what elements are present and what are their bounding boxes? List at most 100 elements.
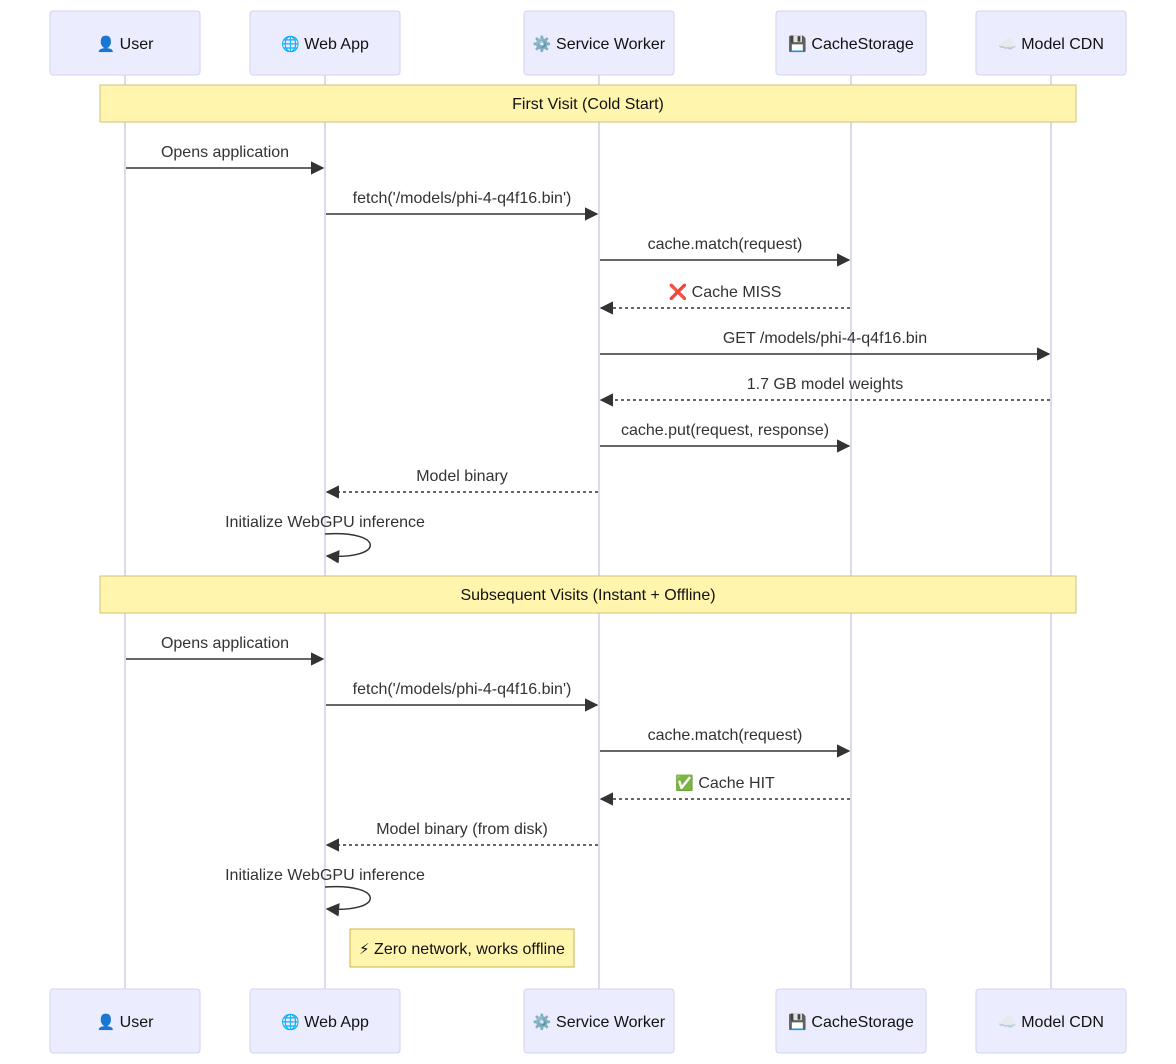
message-text: cache.match(request) [648, 236, 803, 253]
message-label: cache.match(request) [648, 727, 803, 744]
message-1-8: Model binary [325, 468, 598, 499]
participant-box [523, 988, 675, 1054]
section-box [99, 575, 1077, 614]
section-title: First Visit (Cold Start) [512, 96, 664, 113]
message-text: Cache HIT [698, 775, 775, 792]
note-box [349, 928, 575, 968]
message-label: Initialize WebGPU inference [225, 867, 425, 884]
message-1-7: cache.put(request, response) [600, 422, 851, 453]
message-1-2: fetch('/models/phi-4-q4f16.bin') [326, 190, 599, 221]
message-text: Cache MISS [692, 284, 782, 301]
participant-box [249, 10, 401, 76]
message-1-4: ❌ Cache MISS [599, 283, 850, 315]
message-2-4: ✅ Cache HIT [599, 774, 850, 806]
participant-name: Model CDN [1021, 1014, 1104, 1031]
message-text: Opens application [161, 144, 289, 161]
participant-name: Web App [304, 36, 369, 53]
cloud-icon: ☁️ [998, 1013, 1017, 1031]
participant-label: 🌐 Web App [281, 35, 369, 53]
message-label: 1.7 GB model weights [747, 376, 904, 393]
user-icon: 👤 [97, 1013, 116, 1031]
message-label: cache.put(request, response) [621, 422, 829, 439]
participant-sw-top: ⚙️ Service Worker [523, 10, 675, 76]
message-1-6: 1.7 GB model weights [599, 376, 1050, 407]
cloud-icon: ☁️ [998, 35, 1017, 53]
globe-icon: 🌐 [281, 1013, 300, 1031]
message-label: ❌ Cache MISS [669, 283, 782, 301]
participant-box [49, 988, 201, 1054]
section-title: Subsequent Visits (Instant + Offline) [460, 587, 715, 604]
participant-name: Service Worker [556, 1014, 666, 1031]
participant-label: 💾 CacheStorage [788, 35, 914, 53]
user-icon: 👤 [97, 35, 116, 53]
participant-label: 👤 User [97, 1013, 155, 1031]
floppy-disk-icon: 💾 [788, 35, 807, 53]
message-label: GET /models/phi-4-q4f16.bin [723, 330, 927, 347]
message-2-2: fetch('/models/phi-4-q4f16.bin') [326, 681, 599, 712]
floppy-disk-icon: 💾 [788, 1013, 807, 1031]
participant-name: Model CDN [1021, 36, 1104, 53]
participant-label: ☁️ Model CDN [998, 1013, 1104, 1031]
message-label: fetch('/models/phi-4-q4f16.bin') [353, 681, 572, 698]
lightning-icon: ⚡ [359, 940, 370, 958]
message-1-3: cache.match(request) [600, 236, 851, 267]
gear-icon: ⚙️ [533, 1013, 552, 1031]
self-message-arrow [324, 885, 371, 917]
participant-cache-top: 💾 CacheStorage [775, 10, 927, 76]
participant-box [49, 10, 201, 76]
message-label: fetch('/models/phi-4-q4f16.bin') [353, 190, 572, 207]
message-text: fetch('/models/phi-4-q4f16.bin') [353, 681, 572, 698]
participant-cdn-top: ☁️ Model CDN [975, 10, 1127, 76]
participant-label: ☁️ Model CDN [998, 35, 1104, 53]
section-1: First Visit (Cold Start) [99, 84, 1077, 123]
message-label: ✅ Cache HIT [675, 774, 775, 792]
participant-name: CacheStorage [811, 1014, 913, 1031]
message-label: Opens application [161, 144, 289, 161]
participant-name: User [120, 36, 154, 53]
note-text: Zero network, works offline [374, 941, 565, 958]
globe-icon: 🌐 [281, 35, 300, 53]
participant-cdn-bottom: ☁️ Model CDN [975, 988, 1127, 1054]
participant-label: 👤 User [97, 35, 155, 53]
participant-box [775, 10, 927, 76]
message-1-9: Initialize WebGPU inference [225, 514, 425, 564]
message-label: cache.match(request) [648, 236, 803, 253]
message-1-1: Opens application [126, 144, 325, 175]
message-label: Initialize WebGPU inference [225, 514, 425, 531]
gear-icon: ⚙️ [533, 35, 552, 53]
participant-web-top: 🌐 Web App [249, 10, 401, 76]
participant-box [523, 10, 675, 76]
participant-cache-bottom: 💾 CacheStorage [775, 988, 927, 1054]
message-label: Model binary (from disk) [376, 821, 548, 838]
participant-user-bottom: 👤 User [49, 988, 201, 1054]
message-1-5: GET /models/phi-4-q4f16.bin [600, 330, 1051, 361]
participant-box [775, 988, 927, 1054]
participant-web-bottom: 🌐 Web App [249, 988, 401, 1054]
message-text: cache.put(request, response) [621, 422, 829, 439]
message-2-3: cache.match(request) [600, 727, 851, 758]
section-box [99, 84, 1077, 123]
participant-name: User [120, 1014, 154, 1031]
cross-mark-icon: ❌ [669, 283, 688, 301]
message-label: Opens application [161, 635, 289, 652]
message-text: Model binary (from disk) [376, 821, 548, 838]
participant-name: Web App [304, 1014, 369, 1031]
message-text: fetch('/models/phi-4-q4f16.bin') [353, 190, 572, 207]
message-label: Model binary [416, 468, 508, 485]
message-2-5: Model binary (from disk) [325, 821, 598, 852]
participant-user-top: 👤 User [49, 10, 201, 76]
participant-sw-bottom: ⚙️ Service Worker [523, 988, 675, 1054]
participant-box [975, 10, 1127, 76]
participant-box [975, 988, 1127, 1054]
section-2: Subsequent Visits (Instant + Offline) [99, 575, 1077, 614]
message-text: Model binary [416, 468, 508, 485]
participant-label: ⚙️ Service Worker [533, 1013, 666, 1031]
note: ⚡ Zero network, works offline [349, 928, 575, 968]
participant-label: 🌐 Web App [281, 1013, 369, 1031]
message-2-1: Opens application [126, 635, 325, 666]
participant-box [249, 988, 401, 1054]
self-message-arrow [324, 532, 371, 564]
message-2-6: Initialize WebGPU inference [225, 867, 425, 917]
message-text: cache.match(request) [648, 727, 803, 744]
